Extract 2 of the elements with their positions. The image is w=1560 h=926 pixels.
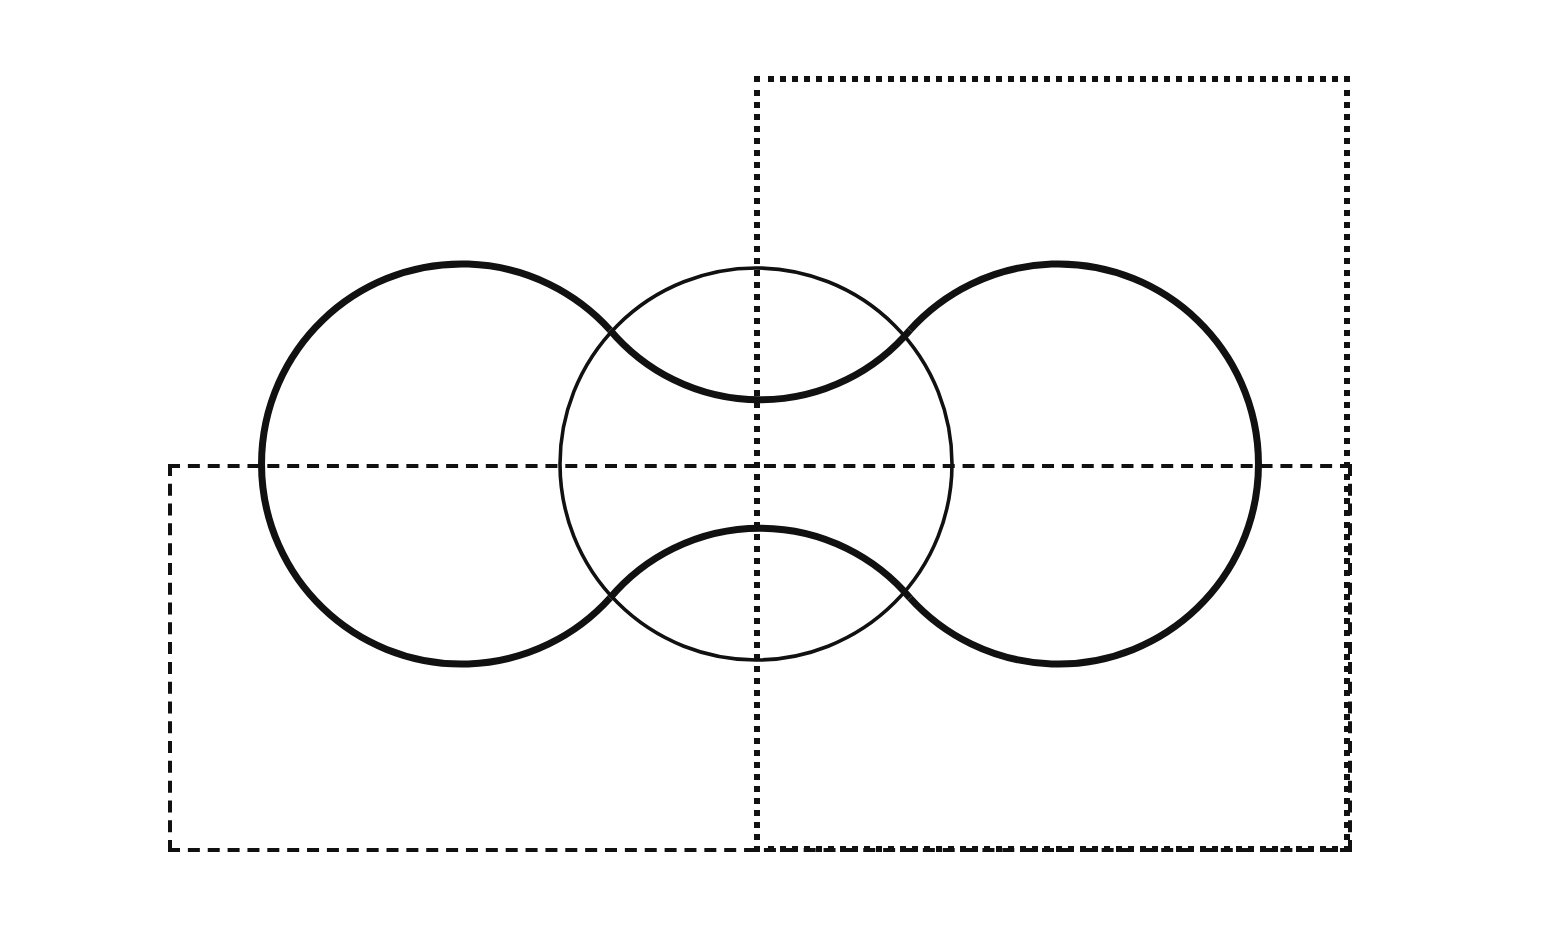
dotted-rectangle [754,76,1350,852]
dashed-rectangle [168,464,1352,852]
